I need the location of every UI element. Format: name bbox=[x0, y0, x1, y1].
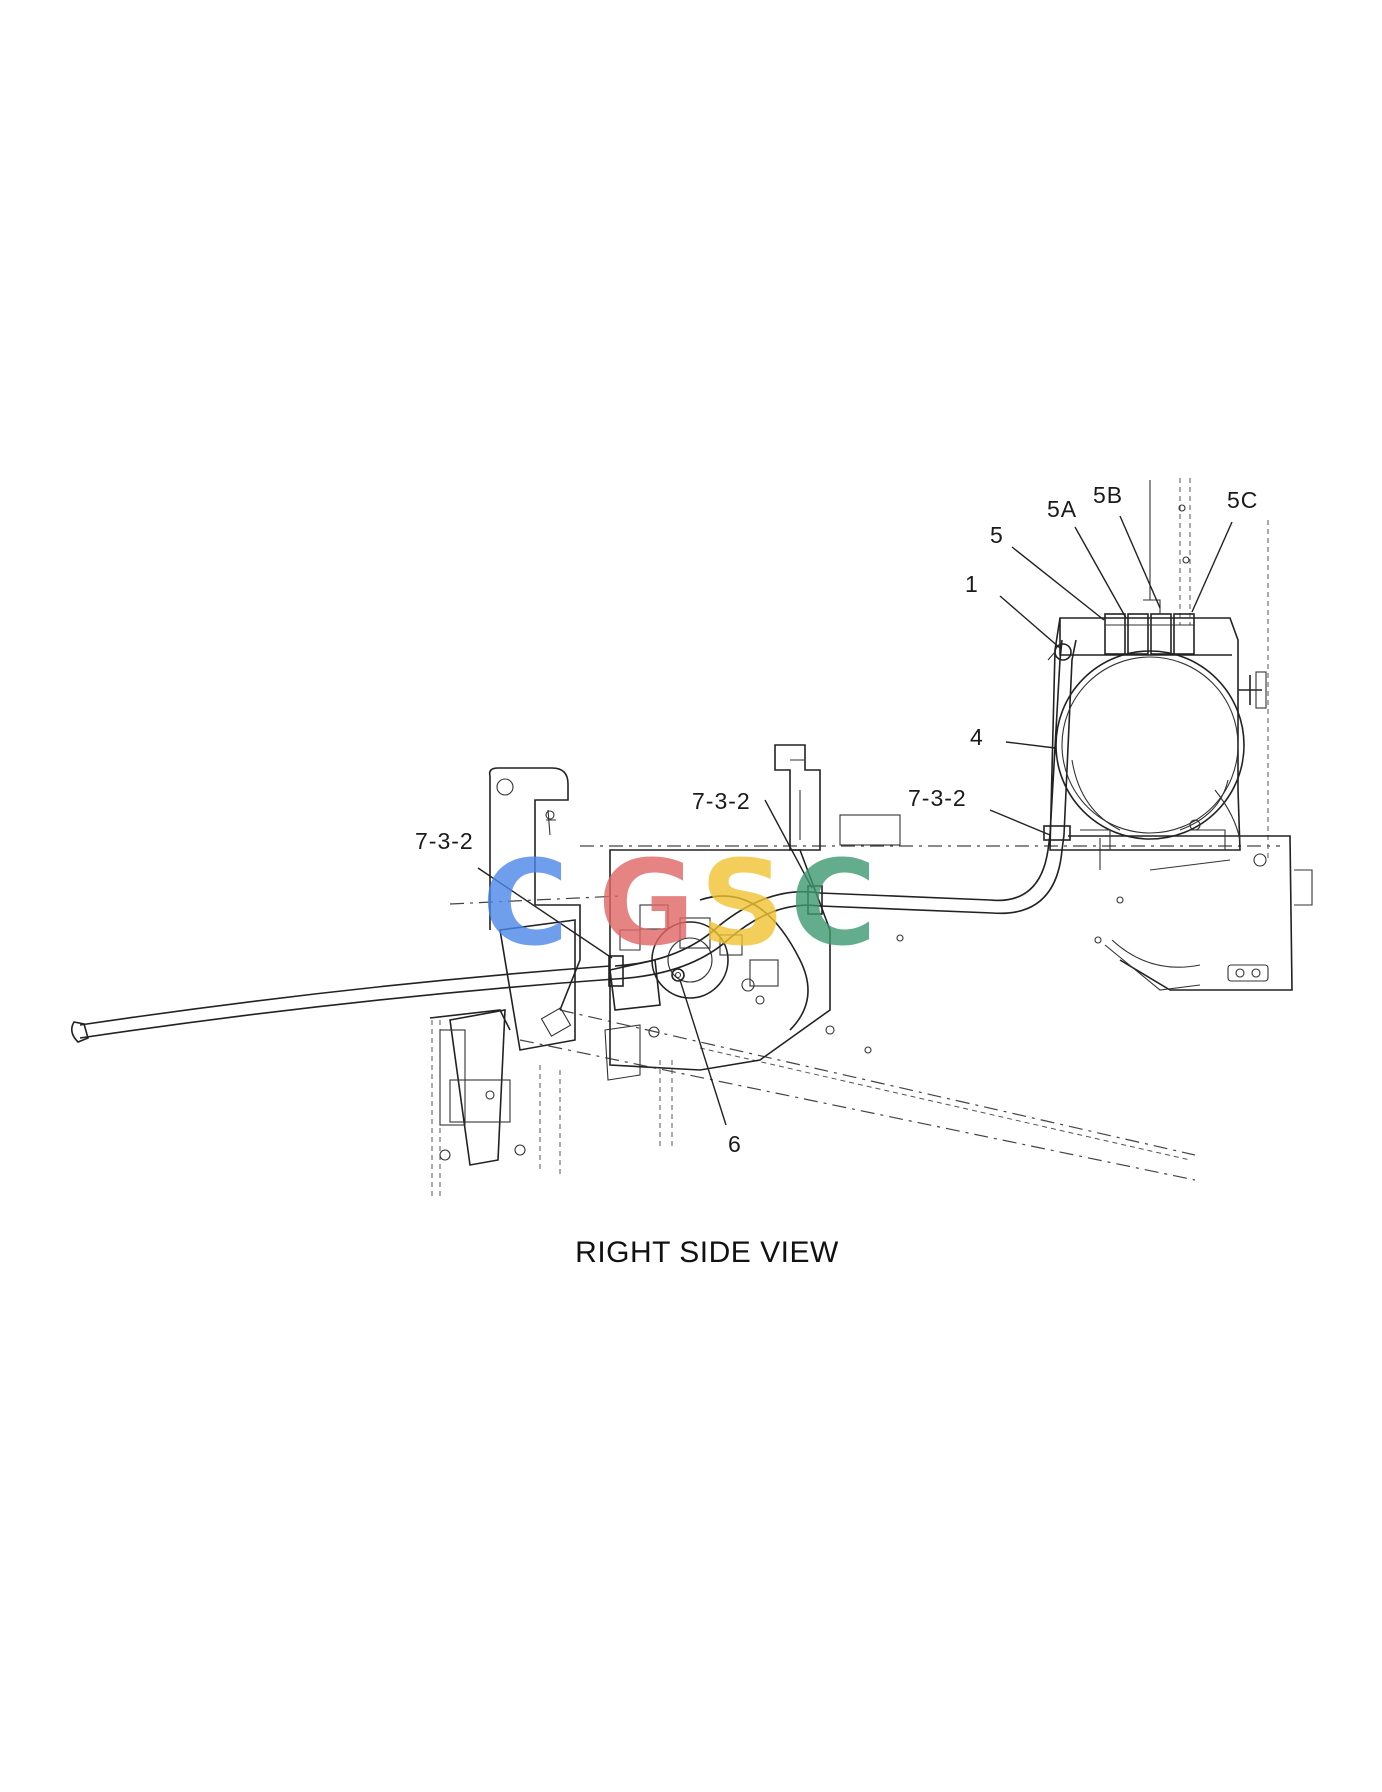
left-bracket bbox=[429, 767, 660, 1166]
callout-5c: 5C bbox=[1227, 487, 1258, 513]
watermark-letter-s: S bbox=[700, 834, 785, 972]
callout-labels: 1 4 5 5A 5B 5C 6 7-3-2 7-3-2 7-3-2 bbox=[415, 482, 1258, 1157]
chassis-frame bbox=[431, 478, 1313, 1200]
watermark-letter-c2: C bbox=[790, 834, 877, 972]
watermark-letter-c1: C bbox=[482, 834, 569, 972]
watermark-letter-g: G bbox=[598, 834, 695, 972]
pump-plate bbox=[609, 744, 901, 1071]
hose-assembly bbox=[70, 639, 1077, 1043]
leader-lines bbox=[477, 515, 1233, 1126]
callout-1: 1 bbox=[965, 571, 979, 597]
callout-5a: 5A bbox=[1047, 496, 1077, 522]
callout-5: 5 bbox=[990, 522, 1004, 548]
view-caption: RIGHT SIDE VIEW bbox=[575, 1236, 839, 1269]
callout-4: 4 bbox=[970, 724, 984, 750]
callout-6: 6 bbox=[728, 1131, 742, 1157]
callout-5b: 5B bbox=[1093, 482, 1123, 508]
bolt-markers bbox=[864, 504, 1190, 1054]
tank-assembly bbox=[1047, 480, 1267, 867]
callout-7-3-2-mid: 7-3-2 bbox=[692, 788, 751, 814]
callout-7-3-2-right: 7-3-2 bbox=[908, 785, 967, 811]
callout-7-3-2-left: 7-3-2 bbox=[415, 828, 474, 854]
watermark-logo: C G S C bbox=[482, 834, 877, 972]
